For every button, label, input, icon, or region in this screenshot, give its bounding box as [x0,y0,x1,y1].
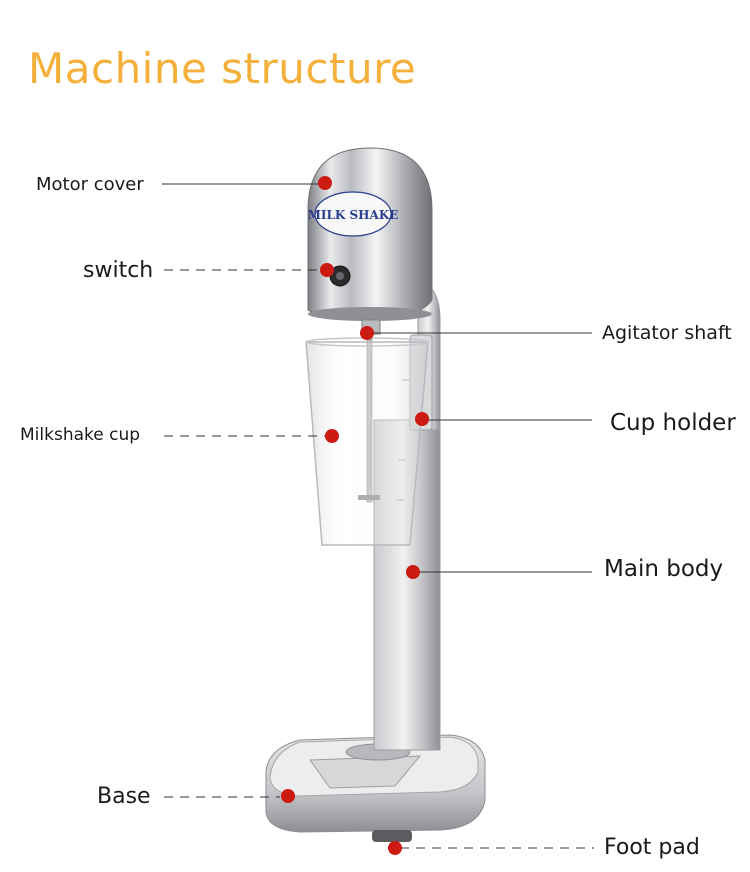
label-main-body: Main body [604,556,724,582]
label-motor-cover: Motor cover [36,174,144,195]
label-switch: switch [83,258,154,283]
marker-switch [320,263,334,277]
motor-cover-shape: MILK SHAKE [307,147,433,321]
label-milkshake-cup: Milkshake cup [20,425,141,445]
leader-lines [162,183,594,849]
label-foot-pad: Foot pad [604,835,700,860]
markers [281,176,429,855]
marker-base [281,789,295,803]
marker-motor-cover [318,176,332,190]
marker-milkshake-cup [325,429,339,443]
label-cup-holder: Cup holder [610,410,736,436]
label-base: Base [97,784,151,809]
marker-foot-pad [388,841,402,855]
marker-main-body [406,565,420,579]
marker-agitator-shaft [360,326,374,340]
machine-base [265,734,486,842]
foot-pad-shape [372,830,412,842]
page-title: Machine structure [28,44,417,93]
milkshake-cup-shape [305,337,429,546]
label-agitator-shaft: Agitator shaft [602,322,732,344]
milk-shake-badge: MILK SHAKE [308,208,399,222]
marker-cup-holder [415,412,429,426]
